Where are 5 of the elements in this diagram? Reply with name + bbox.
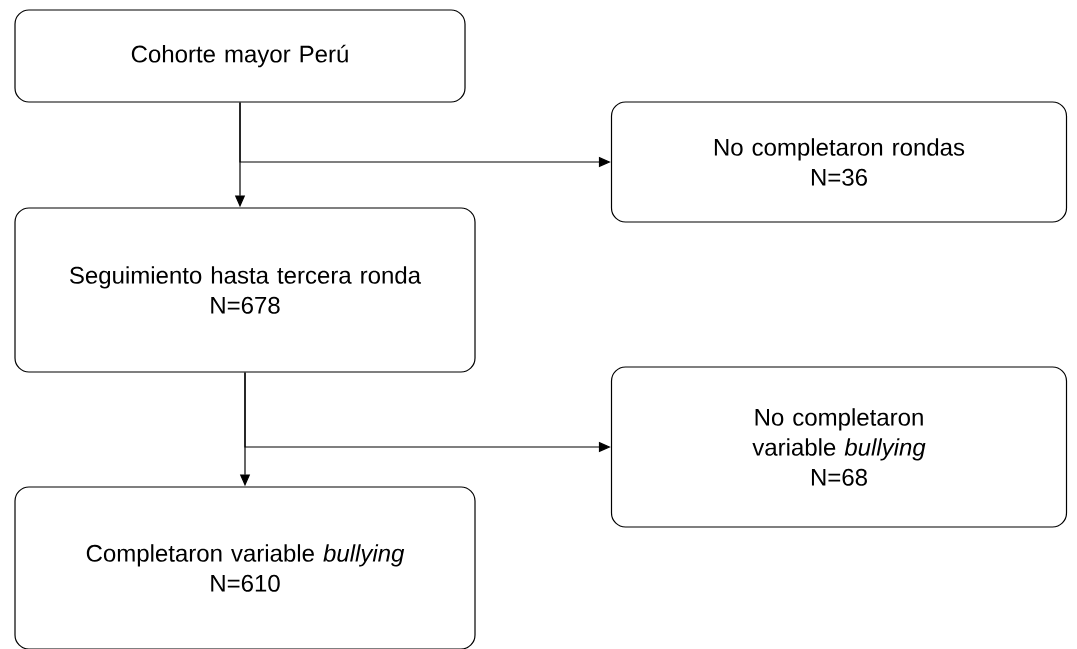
process-box: Cohorte mayor Perú	[14, 9, 466, 103]
process-box: Completaron variable bullying N=610	[14, 486, 476, 649]
process-box: Seguimiento hasta tercera ronda N=678	[14, 207, 476, 373]
process-box: No completaron rondas N=36	[610, 101, 1068, 223]
process-box: No completaron variable bullying N=68	[610, 366, 1068, 528]
